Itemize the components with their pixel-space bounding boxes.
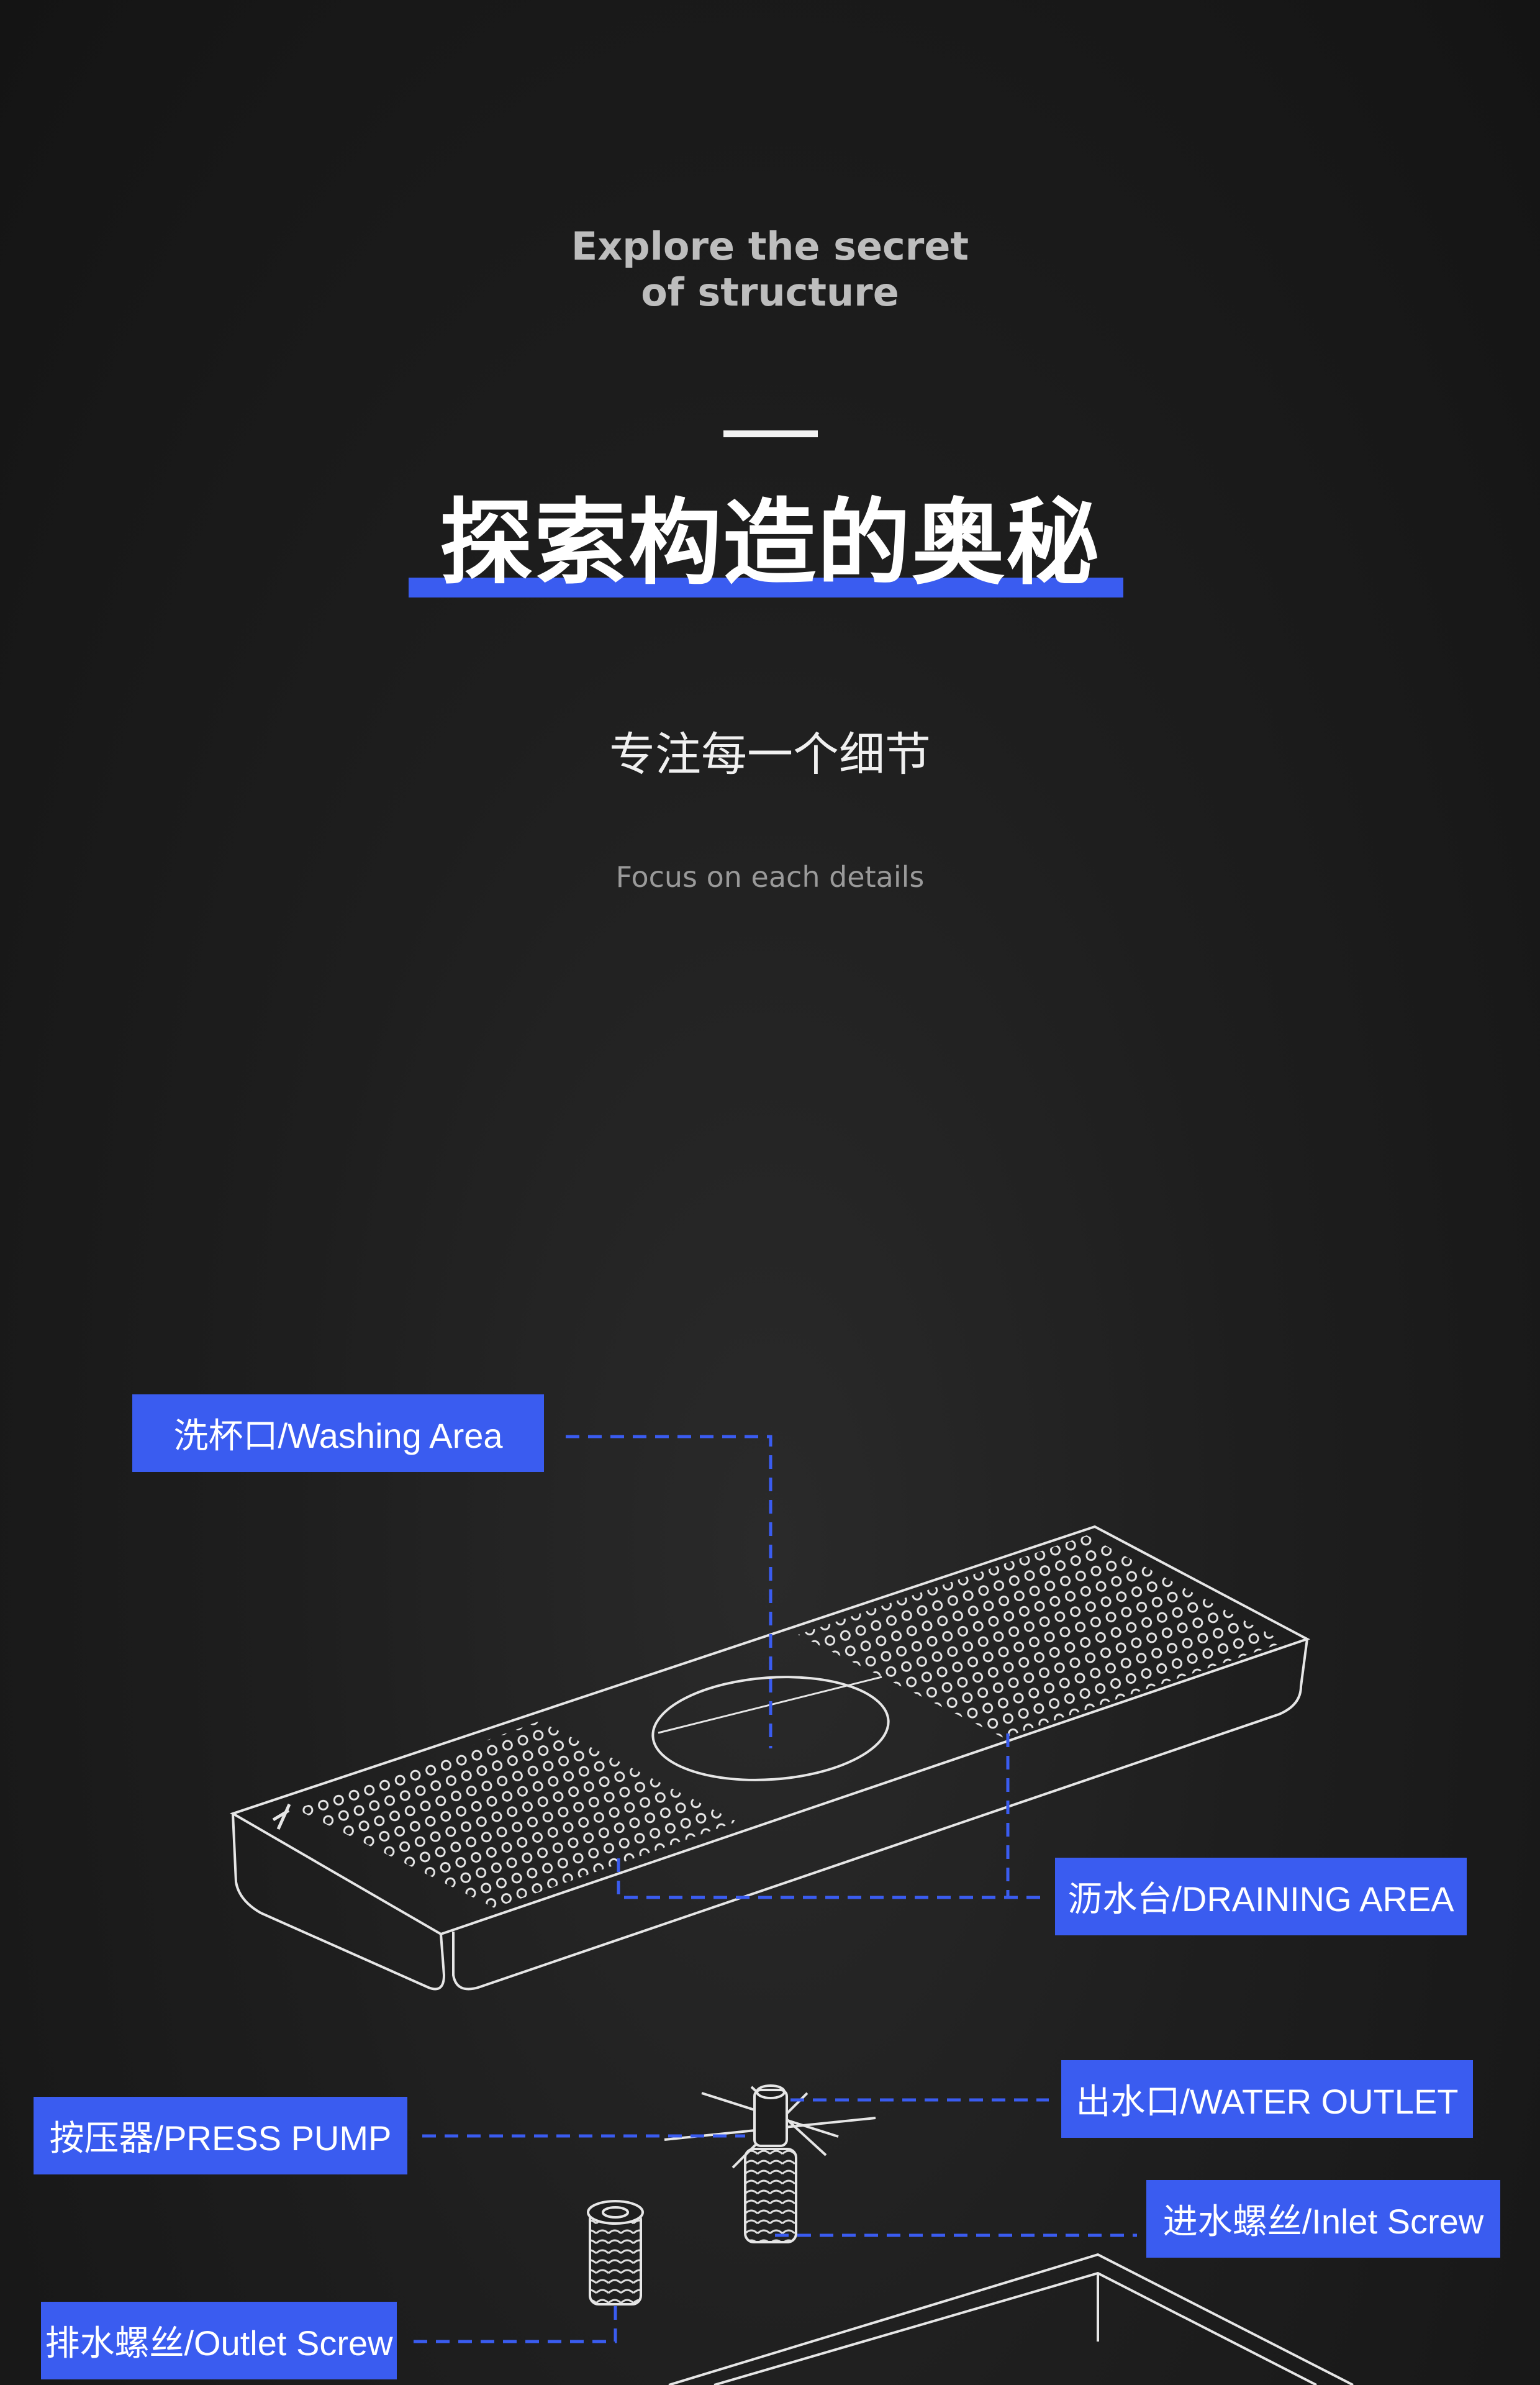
english-heading-line1: Explore the secret (571, 224, 969, 269)
label-water-outlet: 出水口/WATER OUTLET (1061, 2060, 1473, 2138)
drip-tray (230, 1525, 1311, 1991)
leader-lines (414, 1435, 1137, 2343)
title-underline (409, 578, 1123, 597)
english-heading: Explore the secret of structure (0, 224, 1540, 316)
perforated-area-left (296, 1721, 737, 1908)
label-outlet-screw: 排水螺丝/Outlet Screw (41, 2302, 397, 2379)
english-heading-line2: of structure (641, 270, 899, 315)
label-draining-area: 沥水台/DRAINING AREA (1055, 1858, 1467, 1935)
perforated-area-right (798, 1535, 1285, 1738)
page-title: 探索构造的奥秘 (439, 489, 1100, 597)
basin-drawing (668, 2253, 1354, 2385)
washing-hole (651, 1676, 890, 1781)
chinese-subtitle: 专注每一个细节 (609, 728, 931, 781)
logo-mark-icon (272, 1803, 291, 1830)
tray-left-side (232, 1813, 446, 1991)
label-press-pump: 按压器/PRESS PUMP (34, 2097, 407, 2174)
label-washing-area: 洗杯口/Washing Area (132, 1394, 544, 1472)
label-inlet-screw: 进水螺丝/Inlet Screw (1146, 2180, 1500, 2258)
inlet-screw-drawing (744, 2148, 797, 2243)
english-subtitle: Focus on each details (615, 860, 925, 894)
divider-bar (723, 430, 818, 437)
outlet-screw-drawing (589, 2210, 642, 2306)
press-pump-drawing (587, 2084, 876, 2306)
tray-front-side (452, 1638, 1308, 1991)
